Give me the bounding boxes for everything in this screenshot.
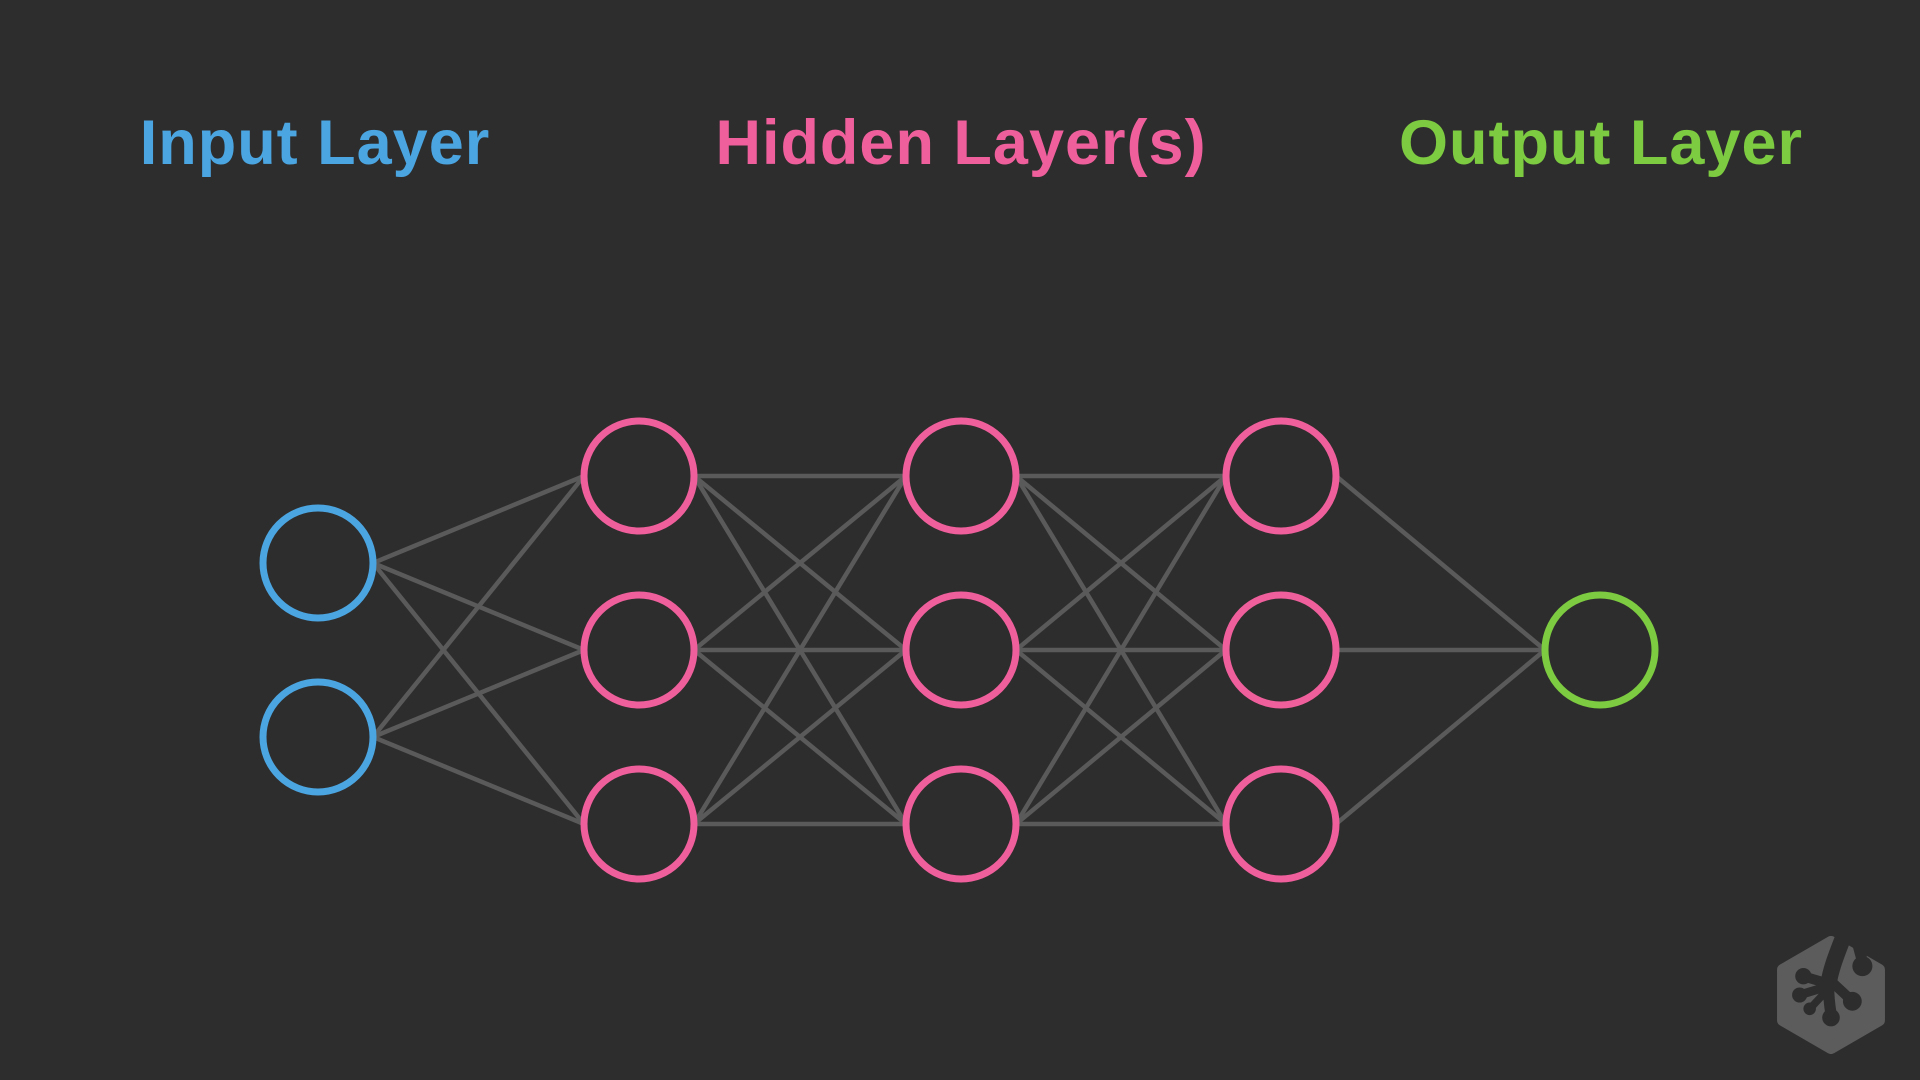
edge-line — [692, 648, 908, 826]
hidden-1-node — [580, 417, 698, 535]
edge-line — [1334, 474, 1547, 652]
output-node — [1541, 591, 1659, 709]
hidden-1-node — [580, 765, 698, 883]
input-node — [259, 504, 377, 622]
hidden-3-node — [1222, 417, 1340, 535]
edge-line — [692, 474, 908, 652]
edge-line — [1014, 474, 1228, 652]
edge-line — [1014, 648, 1228, 826]
edge-line — [372, 647, 585, 740]
hidden-3-node — [1222, 591, 1340, 709]
input-layer-label: Input Layer — [139, 108, 491, 178]
hidden-2-node — [902, 591, 1020, 709]
edge-line — [371, 474, 586, 739]
edge-line — [692, 474, 908, 826]
edge-line — [1014, 474, 1228, 826]
nodes — [259, 417, 1659, 883]
logo-branch-shape — [1792, 936, 1873, 1027]
edge-line — [372, 734, 585, 827]
hidden-2-node — [902, 765, 1020, 883]
hidden-1-node — [580, 591, 698, 709]
output-layer-label: Output Layer — [1398, 108, 1804, 178]
input-node — [259, 678, 377, 796]
hidden-3-node — [1222, 765, 1340, 883]
edge-line — [1334, 648, 1547, 826]
edges — [371, 473, 1547, 827]
hexagon-tree-logo — [1777, 936, 1885, 1054]
hidden-2-node — [902, 417, 1020, 535]
hidden-layer-label: Hidden Layer(s) — [715, 108, 1207, 178]
edge-line — [372, 473, 585, 566]
